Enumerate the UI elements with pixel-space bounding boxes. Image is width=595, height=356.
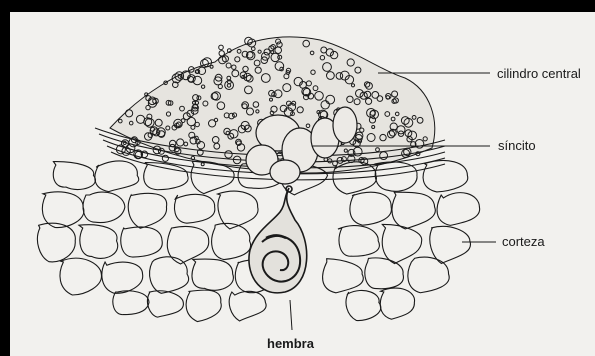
cortex-cell <box>53 162 95 190</box>
cortex-cell <box>128 193 166 228</box>
label-sincito: síncito <box>498 138 536 153</box>
cortex-cell <box>437 193 480 226</box>
cortex-cell <box>338 226 379 257</box>
cortex-cell <box>430 226 471 263</box>
stipple-cell <box>201 163 204 166</box>
stipple-cell <box>219 51 224 56</box>
label-cilindro-central: cilindro central <box>497 66 581 81</box>
cortex-cell <box>392 192 435 229</box>
cortex-cell <box>83 192 125 222</box>
label-hembra: hembra <box>267 336 314 351</box>
cortex-cell <box>323 259 364 293</box>
cortex-cell <box>121 227 162 257</box>
cortex-cell <box>186 290 221 321</box>
cortex-cell <box>102 262 143 293</box>
cortex-cell <box>350 192 391 225</box>
label-corteza: corteza <box>502 234 545 249</box>
stipple-cell <box>145 93 148 96</box>
cortex-cell <box>79 225 118 259</box>
cortex-cell <box>37 223 75 262</box>
cortex-cell <box>175 194 215 223</box>
stipple-cell <box>219 45 224 50</box>
cortex-cell <box>192 259 233 290</box>
cortex-cell <box>167 227 208 264</box>
female-nematode <box>249 186 307 293</box>
cortex-cell <box>375 162 418 191</box>
cortex-cell <box>42 192 84 228</box>
cortex-cell <box>60 258 102 295</box>
cortex-cell <box>95 161 139 192</box>
cortex-cell <box>423 161 468 192</box>
cortex-cell <box>150 257 189 294</box>
cortex-cell <box>229 291 266 321</box>
cortex-cell <box>408 257 449 293</box>
cortex-cell <box>380 288 414 319</box>
cortex-cell <box>113 291 149 315</box>
cortex-cell <box>346 290 381 320</box>
cortex-cell <box>147 291 183 317</box>
cortex-cell <box>144 163 188 190</box>
